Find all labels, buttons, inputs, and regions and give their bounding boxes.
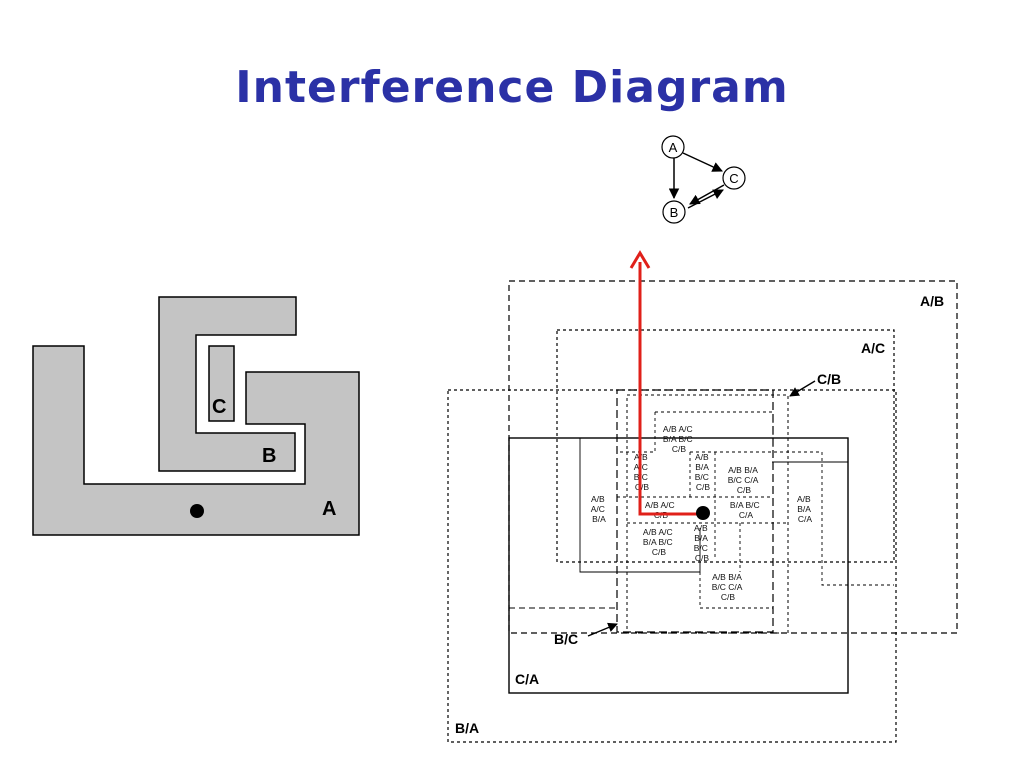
precedence-graph: A B C [661,135,746,224]
edge-a-c [682,152,723,172]
inner-outline-2 [655,411,774,452]
cell-6-line-1: A/B A/C [645,500,675,510]
region-a-c [556,329,895,563]
cell-8-line-2: B/A [797,504,811,514]
puzzle-piece-c [208,345,235,422]
cell-8-line-1: A/B [797,494,811,504]
label-b-a: B/A [455,720,479,736]
arrow-b-c [587,622,618,637]
label-a-c: A/C [861,340,885,356]
graph-node-b: B [662,200,686,224]
region-c-a [508,437,849,694]
arrow-c-b [789,380,816,397]
graph-node-a: A [661,135,685,159]
cell-3: A/B B/A B/C C/B [695,452,712,492]
cell-10-line-2: B/A [694,533,708,543]
graph-node-c-label: C [729,171,738,186]
cell-4-line-1: A/B B/A [728,465,758,475]
interference-diagram: A/B A/C C/B B/C C/A B/A A/B A/C B/A B/C … [447,250,958,743]
label-a-b: A/B [920,293,944,309]
cell-4-line-3: C/B [737,485,752,495]
region-c-b [616,389,774,633]
region-b-c [626,394,789,634]
cell-1-line-2: B/A B/C [663,434,693,444]
cell-10-line-4: C/B [695,553,710,563]
slide-title: Interference Diagram [235,62,789,113]
cell-2-line-4: C/B [635,482,650,492]
piece-c-label: C [212,396,226,418]
cell-2: A/B A/C B/C C/B [634,452,651,492]
cell-5-line-1: A/B [591,494,605,504]
cell-11: A/B B/A B/C C/A C/B [712,572,745,602]
cell-11-line-3: C/B [721,592,736,602]
cell-11-line-2: B/C C/A [712,582,743,592]
inner-outline-3 [617,412,656,453]
cell-4-line-2: B/C C/A [728,475,759,485]
solution-path [638,262,703,516]
cell-3-line-3: B/C [695,472,709,482]
cell-4: A/B B/A B/C C/A C/B [728,465,761,495]
puzzle-figure: C B A [32,296,360,536]
cell-9-line-3: C/B [652,547,667,557]
cell-1: A/B A/C B/A B/C C/B [663,424,695,454]
cell-10-line-1: A/B [694,523,708,533]
cell-11-line-1: A/B B/A [712,572,742,582]
cell-1-line-3: C/B [672,444,687,454]
robot-position-dot [190,504,204,518]
cell-9: A/B A/C B/A B/C C/B [643,527,675,557]
solution-path-arrowhead [629,250,651,269]
inner-outline-4 [690,451,894,586]
piece-a-label: A [322,498,336,520]
start-configuration-dot [696,506,710,520]
graph-node-c: C [722,166,746,190]
cell-9-line-2: B/A B/C [643,537,673,547]
cell-8-line-3: C/A [798,514,813,524]
cell-7-line-1: B/A B/C [730,500,760,510]
label-b-c: B/C [554,631,578,647]
cell-5-line-2: A/C [591,504,605,514]
cell-5-line-3: B/A [592,514,606,524]
edge-c-b [689,184,725,205]
graph-node-b-label: B [670,205,679,220]
cell-10-line-3: B/C [694,543,708,553]
cell-10: A/B B/A B/C C/B [694,523,711,563]
graph-node-a-label: A [669,140,678,155]
cell-1-line-1: A/B A/C [663,424,693,434]
cell-7: B/A B/C C/A [730,500,762,520]
cell-7-line-2: C/A [739,510,754,520]
edge-b-c [687,189,724,209]
label-c-b: C/B [817,371,841,387]
puzzle-piece-a [32,345,360,536]
cell-3-line-1: A/B [695,452,709,462]
puzzle-piece-b [158,296,297,472]
label-c-a: C/A [515,671,539,687]
cell-3-line-4: C/B [696,482,711,492]
cell-6: A/B A/C C/B [645,500,677,520]
cell-5: A/B A/C B/A [591,494,608,524]
cell-3-line-2: B/A [695,462,709,472]
piece-b-label: B [262,445,276,467]
inner-outline-1 [509,437,701,573]
cell-9-line-1: A/B A/C [643,527,673,537]
cell-8: A/B B/A C/A [797,494,813,524]
